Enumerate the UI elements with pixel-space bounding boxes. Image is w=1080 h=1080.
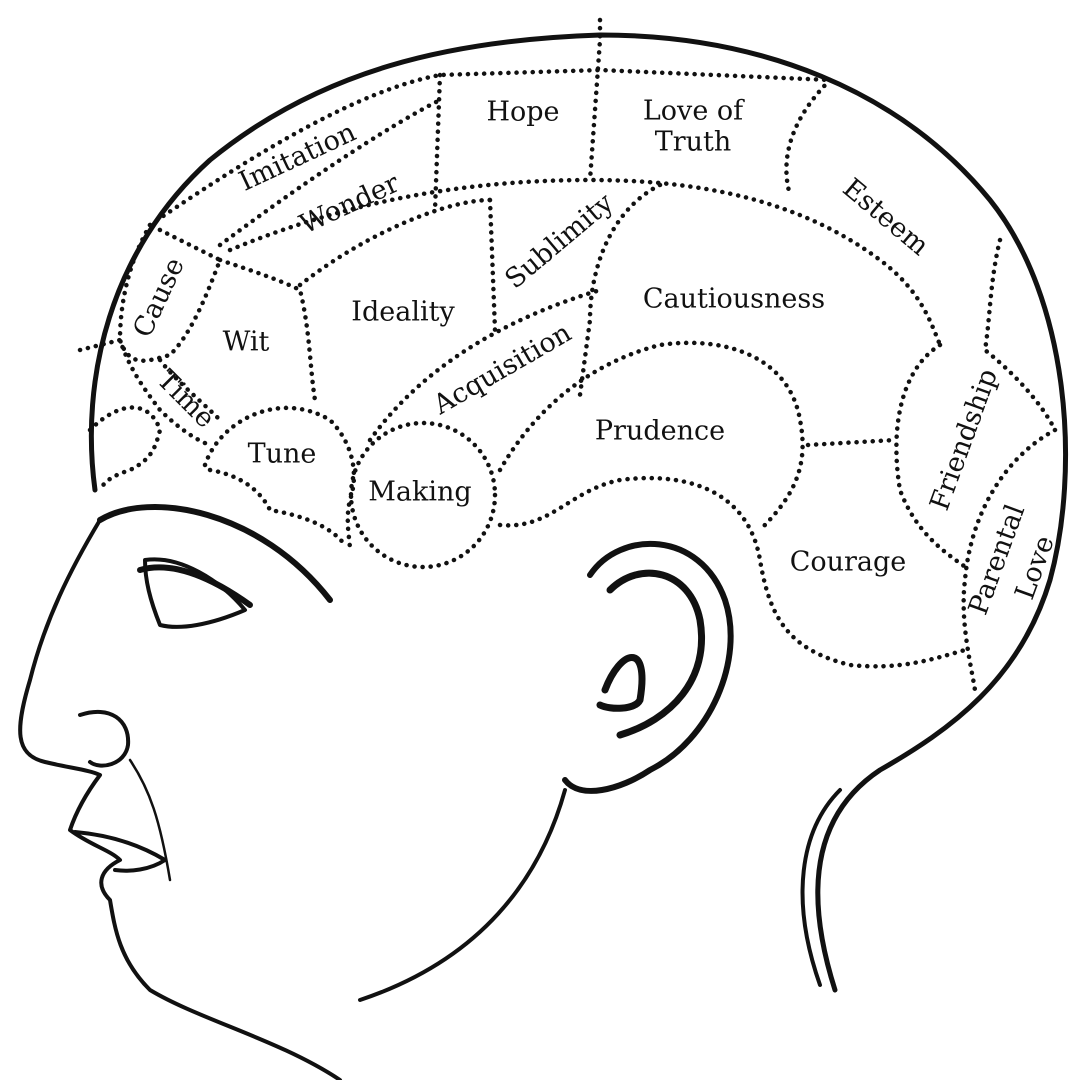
ear: [562, 540, 734, 794]
nose-nostril: [78, 709, 131, 768]
label-wit: Wit: [223, 327, 270, 358]
neck-back-line: [800, 788, 842, 987]
label-hope: Hope: [486, 97, 559, 128]
label-acquisition: Acquisition: [427, 317, 576, 421]
ear-inner: [596, 569, 705, 739]
label-sublimity: Sublimity: [499, 187, 620, 295]
label-tune: Tune: [248, 439, 317, 470]
label-making: Making: [368, 477, 471, 508]
label-prudence: Prudence: [595, 416, 725, 447]
label-esteem: Esteem: [837, 173, 935, 262]
label-courage: Courage: [790, 547, 907, 578]
label-cautiousness: Cautiousness: [643, 284, 825, 315]
label-cause: Cause: [127, 253, 191, 342]
eye: [143, 557, 247, 629]
eyelid: [137, 564, 253, 608]
brow-line: [97, 504, 333, 603]
mouth-line: [73, 830, 167, 873]
label-ideality: Ideality: [351, 297, 455, 328]
skull-outline: [88, 32, 1069, 993]
label-love-of-truth-1: Love of: [643, 96, 745, 127]
cheek-line: [128, 758, 172, 882]
label-love-of-truth-2: Truth: [655, 127, 732, 158]
region-boundaries: [77, 17, 1058, 693]
label-time: Time: [151, 364, 221, 434]
jaw-line: [358, 788, 567, 1002]
face-profile: [18, 518, 342, 1080]
